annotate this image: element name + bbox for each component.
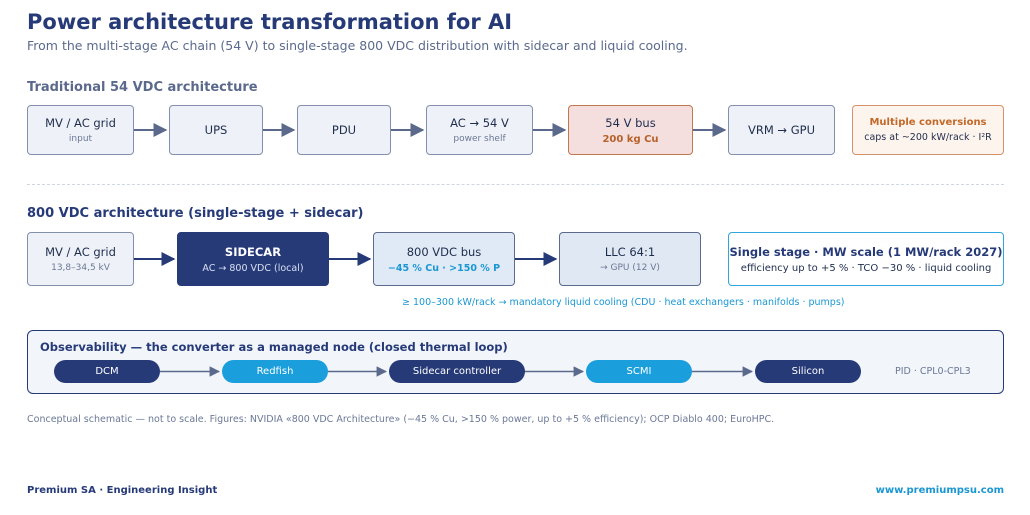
node-sidecar: SIDECAR AC → 800 VDC (local) — [177, 232, 329, 286]
node-ups: UPS — [169, 105, 263, 155]
footnote: Conceptual schematic — not to scale. Fig… — [27, 414, 775, 425]
node-sublabel: −45 % Cu · >150 % P — [387, 262, 501, 274]
callout-text: caps at ~200 kW/rack · I²R — [864, 132, 992, 143]
pid-note: PID · CPL0-CPL3 — [895, 366, 971, 377]
callout-title: Multiple conversions — [869, 117, 987, 128]
page-title: Power architecture transformation for AI — [27, 10, 513, 34]
node-label: SIDECAR — [224, 244, 282, 259]
node-label: VRM → GPU — [748, 123, 815, 137]
liquid-cooling-note: ≥ 100–300 kW/rack → mandatory liquid coo… — [402, 297, 845, 308]
pill-redfish: Redfish — [222, 360, 328, 383]
callout-text: efficiency up to +5 % · TCO −30 % · liqu… — [740, 262, 992, 274]
node-sublabel: 200 kg Cu — [602, 133, 659, 145]
modern-heading: 800 VDC architecture (single-stage + sid… — [27, 206, 364, 221]
pill-silicon: Silicon — [755, 360, 861, 383]
node-sublabel: AC → 800 VDC (local) — [202, 262, 304, 274]
node-label: LLC 64:1 — [604, 245, 656, 259]
callout-title: Single stage · MW scale (1 MW/rack 2027) — [729, 244, 1003, 259]
pill-dcm: DCM — [54, 360, 160, 383]
node-llc: LLC 64:1 → GPU (12 V) — [559, 232, 701, 286]
node-vrm-gpu: VRM → GPU — [728, 105, 835, 155]
node-ac-54v: AC → 54 V power shelf — [426, 105, 533, 155]
pill-scmi: SCMI — [586, 360, 692, 383]
node-label: MV / AC grid — [45, 245, 116, 259]
multiple-conversions-callout: Multiple conversions caps at ~200 kW/rac… — [852, 105, 1004, 155]
page-subtitle: From the multi-stage AC chain (54 V) to … — [27, 38, 688, 53]
node-pdu: PDU — [297, 105, 391, 155]
pill-sidecar-controller: Sidecar controller — [389, 360, 525, 383]
node-label: AC → 54 V — [450, 116, 509, 130]
node-label: UPS — [204, 123, 228, 137]
single-stage-callout: Single stage · MW scale (1 MW/rack 2027)… — [728, 232, 1004, 286]
node-sublabel: 13,8–34,5 kV — [51, 263, 110, 273]
observability-title: Observability — the converter as a manag… — [40, 340, 508, 354]
footer-brand: Premium SA · Engineering Insight — [27, 485, 218, 496]
node-800vdc-bus: 800 VDC bus −45 % Cu · >150 % P — [373, 232, 515, 286]
node-label: 800 VDC bus — [406, 244, 482, 259]
node-label: PDU — [331, 123, 357, 137]
node-sublabel: input — [68, 134, 93, 144]
node-sublabel: power shelf — [453, 134, 506, 144]
node-label: MV / AC grid — [45, 116, 116, 130]
node-label: 54 V bus — [605, 115, 656, 130]
node-54v-bus: 54 V bus 200 kg Cu — [568, 105, 693, 155]
traditional-heading: Traditional 54 VDC architecture — [27, 80, 258, 95]
node-mv-ac-grid-traditional: MV / AC grid input — [27, 105, 134, 155]
node-mv-ac-grid-modern: MV / AC grid 13,8–34,5 kV — [27, 232, 134, 286]
node-sublabel: → GPU (12 V) — [600, 263, 660, 273]
section-divider — [27, 184, 1004, 185]
footer-url: www.premiumpsu.com — [875, 485, 1004, 496]
